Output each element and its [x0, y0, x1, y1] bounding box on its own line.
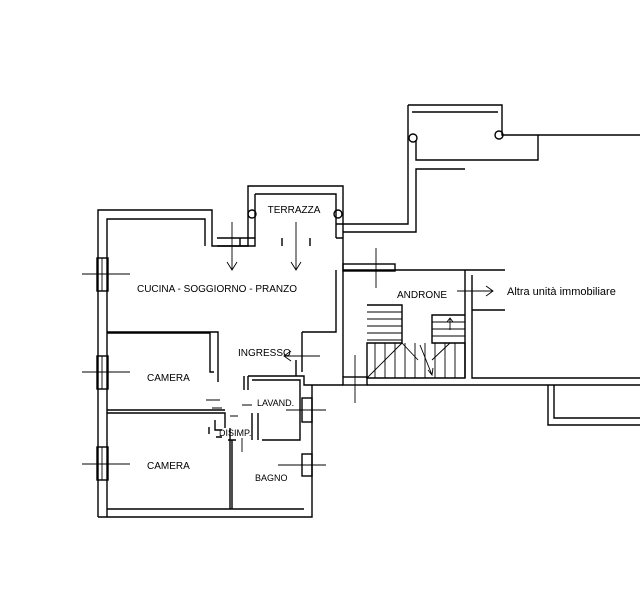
- staircase: [366, 304, 466, 379]
- label-bagno: BAGNO: [255, 473, 288, 483]
- label-disimp: DISIMP.: [219, 428, 251, 438]
- arrow-down-right: [290, 222, 302, 271]
- window-camera-2: [96, 446, 109, 481]
- label-cucina: CUCINA - SOGGIORNO - PRANZO: [137, 284, 297, 295]
- arrow-down-left: [226, 222, 238, 271]
- label-camera-1: CAMERA: [147, 373, 190, 384]
- arrows: [226, 222, 494, 362]
- window-androne-top: [342, 263, 396, 272]
- label-terrazza: TERRAZZA: [268, 205, 321, 216]
- arrow-ingresso: [283, 350, 320, 362]
- building-walls: [247, 104, 640, 426]
- door-marks: [206, 399, 252, 459]
- arrow-altra-unita: [457, 285, 494, 297]
- label-lavand: LAVAND.: [257, 398, 294, 408]
- window-camera-1: [96, 355, 109, 390]
- window-cucina: [96, 257, 109, 292]
- label-androne: ANDRONE: [397, 290, 447, 301]
- label-camera-2: CAMERA: [147, 461, 190, 472]
- apartment-outer-walls: [97, 185, 344, 518]
- label-altra-unita: Altra unità immobiliare: [507, 286, 616, 298]
- label-ingresso: INGRESSO: [238, 348, 291, 359]
- room-labels: TERRAZZA CUCINA - SOGGIORNO - PRANZO AND…: [137, 205, 616, 483]
- windows: [82, 248, 396, 481]
